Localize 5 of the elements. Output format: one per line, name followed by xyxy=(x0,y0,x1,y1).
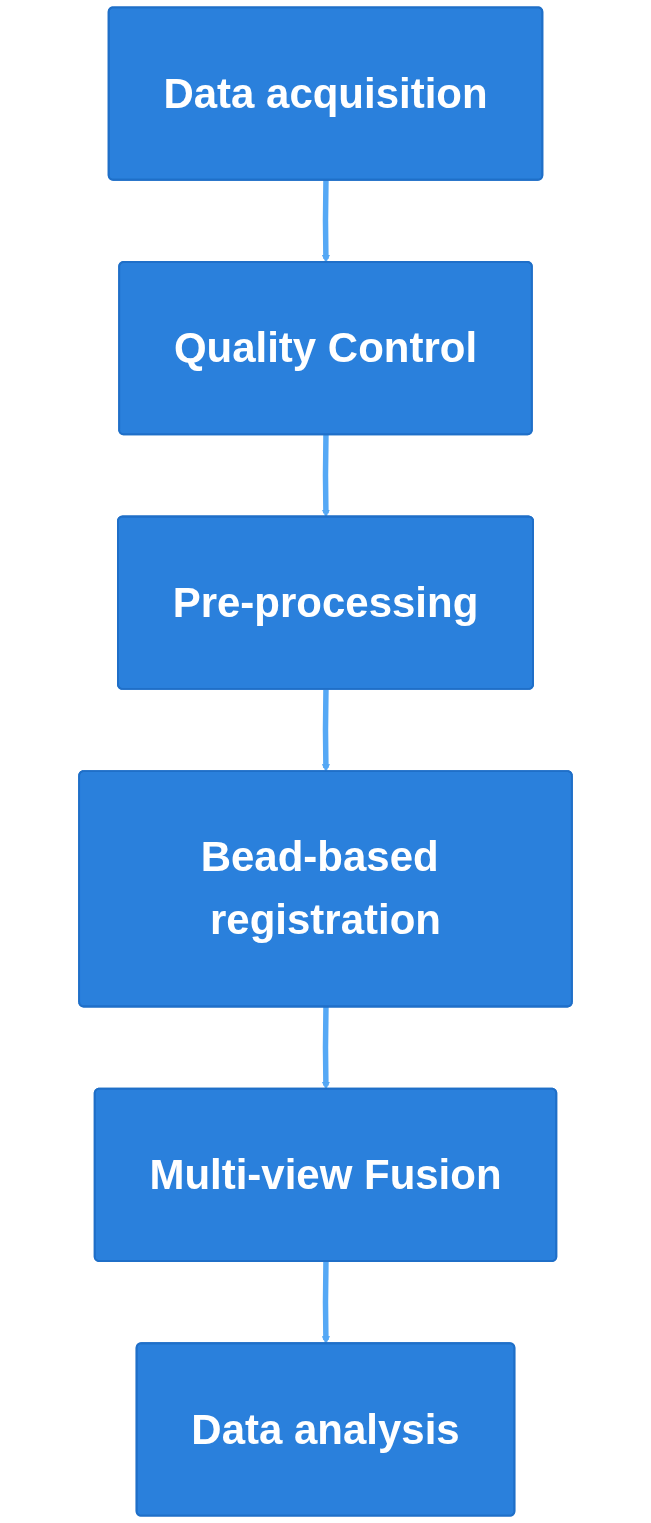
arrow xyxy=(321,689,330,772)
arrow xyxy=(321,1261,330,1345)
arrow xyxy=(321,434,330,518)
arrow xyxy=(321,1006,330,1090)
arrow xyxy=(321,180,330,263)
